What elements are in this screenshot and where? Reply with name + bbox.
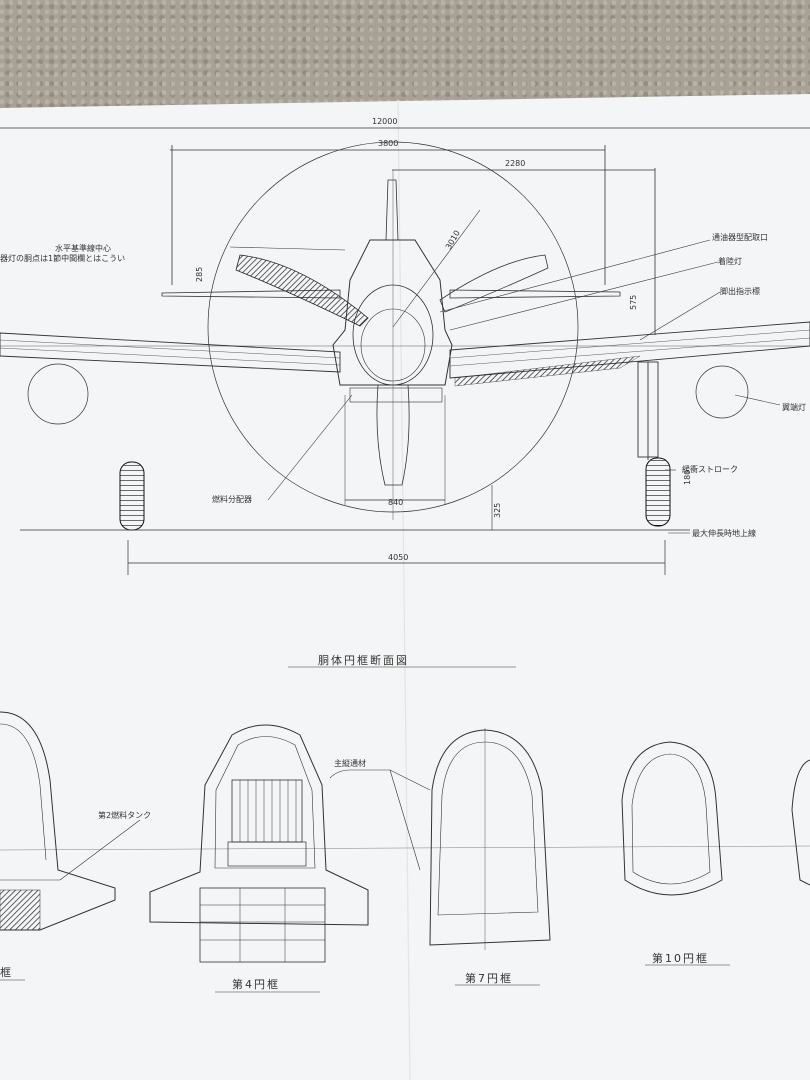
label-right-1: 通油器型配取口 (712, 232, 768, 242)
propeller-blade-hatched (235, 254, 369, 327)
frame-left-partial (0, 711, 116, 931)
dim-track: 4050 (388, 553, 408, 562)
right-wheel (645, 457, 671, 527)
label-fuel-distributor: 燃料分配器 (212, 494, 252, 504)
label-right-2: 着陸灯 (718, 256, 742, 266)
dim-overall-span: 12000 (372, 117, 397, 126)
paper-fold (397, 99, 411, 1080)
dim-half-tail: 2280 (505, 159, 525, 168)
label-right-5: 緩衝ストローク (682, 464, 738, 474)
right-landing-gear (637, 361, 659, 460)
left-wheel (119, 461, 145, 531)
dim-575: 575 (629, 295, 638, 310)
frame-7 (429, 729, 551, 946)
label-upper-left-1: 水平基準線中心 (55, 243, 111, 253)
carpet-background (0, 0, 810, 118)
label-fuel-tank-2: 第2燃料タンク (98, 810, 151, 820)
dim-285: 285 (195, 267, 204, 282)
frame-caption-10: 第10円框 (652, 951, 709, 965)
frame-caption-7: 第7円框 (465, 971, 513, 985)
frame-4-cockpit (149, 724, 369, 926)
left-wing (0, 332, 341, 373)
spinner (376, 384, 410, 486)
section-title: 胴体円框断面図 (318, 653, 409, 667)
frame-caption-4: 第4円框 (232, 977, 280, 991)
label-right-4: 翼端灯 (782, 402, 806, 412)
label-right-3: 脚出指示標 (720, 286, 760, 296)
label-upper-left-2: 器灯の胴点は1節中間欄とはこうい (0, 253, 125, 263)
label-right-6: 最大伸長時地上線 (692, 528, 756, 538)
frame-caption-left: 框 (0, 966, 13, 979)
dim-180: 180 (683, 470, 692, 485)
dim-840: 840 (388, 498, 403, 507)
dim-325: 325 (493, 503, 502, 518)
right-wing (449, 321, 810, 379)
right-wingtip-light (695, 365, 749, 419)
label-stringer: 主縦通材 (334, 758, 366, 768)
frame-10 (621, 741, 723, 896)
tail-dimension (170, 145, 656, 335)
propeller-blade-right (439, 254, 549, 313)
paper (0, 94, 810, 1080)
left-wingtip-light (27, 363, 89, 425)
dim-tail-span: 3800 (378, 139, 398, 148)
cockpit-floor-structure (199, 887, 326, 963)
frame-right-partial (791, 759, 810, 886)
